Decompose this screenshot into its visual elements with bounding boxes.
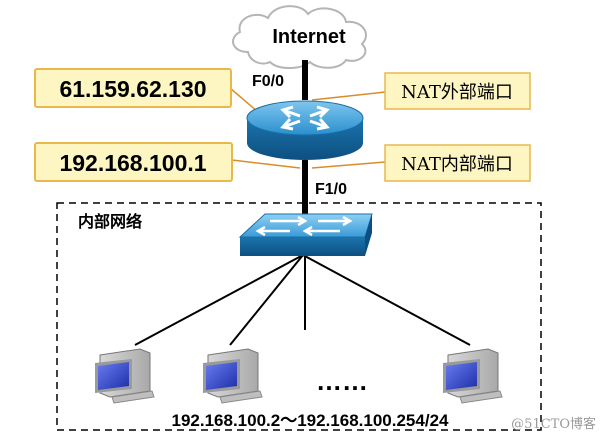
host-range-label: 192.168.100.2～192.168.100.254/24 — [172, 411, 450, 430]
outside-ip-text: 61.159.62.130 — [59, 76, 206, 102]
nat-inside-label: NAT内部端口 — [401, 154, 513, 175]
computer-icon — [95, 348, 155, 404]
nat-outside-label: NAT外部端口 — [401, 82, 513, 103]
nat-inside-callout: NAT内部端口 — [384, 144, 531, 182]
router-icon — [246, 100, 364, 160]
hosts-ellipsis: …… — [316, 366, 368, 396]
nat-outside-leader — [311, 91, 386, 101]
host-cable-2 — [229, 254, 304, 346]
computer-icon — [203, 348, 263, 404]
lan-boundary — [56, 202, 542, 431]
outside-ip-box: 61.159.62.130 — [34, 68, 232, 108]
host-cable-right — [302, 254, 471, 346]
computer-icon — [443, 348, 503, 404]
host-cable-left — [134, 254, 304, 346]
router-port-outside: F0/0 — [252, 73, 284, 90]
inside-ip-text: 192.168.100.1 — [59, 150, 206, 176]
switch-icon — [238, 213, 373, 256]
inside-ip-leader — [231, 159, 301, 169]
router-port-inside: F1/0 — [315, 181, 347, 198]
lan-label: 内部网络 — [78, 212, 142, 231]
watermark-text: @51CTO博客 — [511, 416, 596, 432]
cloud-icon — [232, 5, 367, 69]
nat-inside-leader — [311, 161, 386, 169]
nat-outside-callout: NAT外部端口 — [384, 72, 531, 110]
internet-label: Internet — [272, 26, 346, 48]
inside-ip-box: 192.168.100.1 — [34, 142, 233, 182]
outside-ip-leader — [229, 87, 259, 113]
